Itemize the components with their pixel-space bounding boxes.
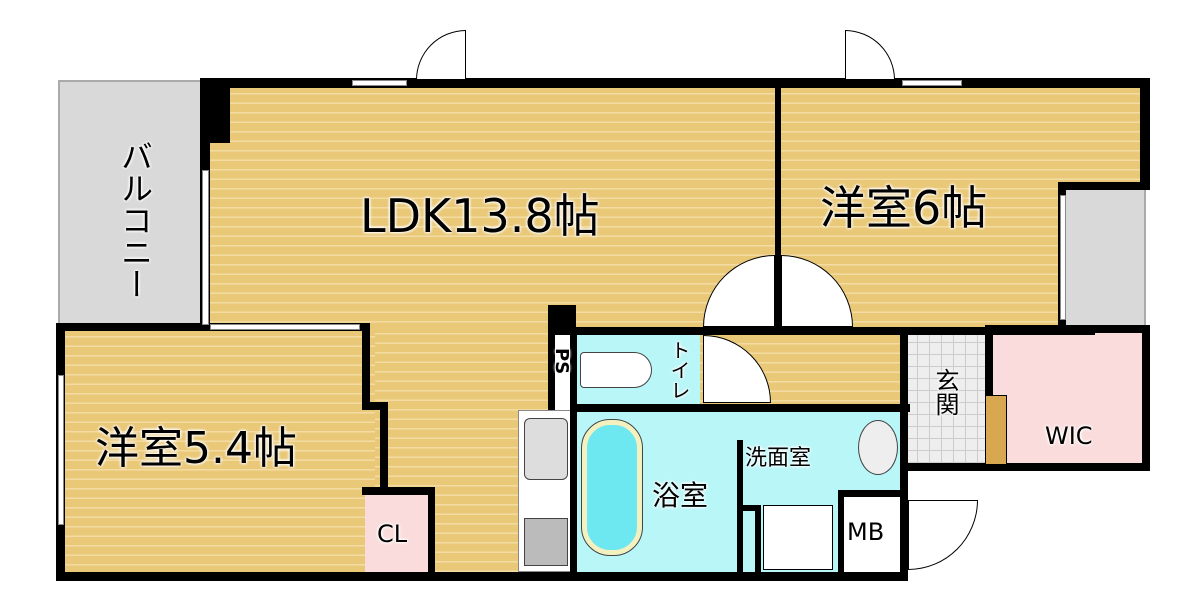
wall (1140, 78, 1150, 190)
closet-floor (365, 490, 430, 575)
wall (1058, 182, 1148, 190)
wall (985, 325, 1150, 333)
wall (570, 327, 1095, 335)
toilet-label: トイレ (667, 340, 691, 400)
entrance-label: 玄関 (931, 368, 959, 416)
wic-floor (985, 330, 1145, 465)
bath-label: 浴室 (652, 479, 709, 512)
window (58, 375, 64, 525)
stove (524, 518, 568, 566)
wall (905, 463, 1150, 471)
western-6-label: 洋室6帖 (820, 181, 988, 235)
wall (838, 490, 844, 575)
wall (200, 78, 1150, 88)
window (210, 324, 360, 330)
meter-box (843, 495, 905, 572)
window (202, 170, 209, 325)
wall (985, 325, 993, 395)
entrance-door[interactable] (908, 500, 978, 570)
balcony-left (58, 80, 208, 328)
window (352, 80, 407, 86)
wall (570, 404, 910, 412)
ps-label: PS (551, 348, 572, 375)
wall (838, 490, 908, 497)
entrance-floor (905, 330, 987, 465)
window (1060, 195, 1066, 320)
balcony-label: バルコニー (116, 140, 154, 300)
sink (524, 418, 568, 480)
balcony-right (1062, 185, 1146, 327)
wall (548, 305, 555, 410)
bathtub (581, 419, 643, 556)
balcony-door[interactable] (416, 30, 466, 80)
western-54-label: 洋室5.4帖 (95, 423, 297, 474)
wall (775, 88, 781, 328)
wall (362, 323, 370, 408)
wall (740, 505, 760, 511)
toilet-bowl (580, 352, 652, 388)
wic-label: WIC (1045, 422, 1093, 450)
ldk-floor (205, 85, 780, 330)
wall (56, 572, 908, 581)
meter-box-label: MB (847, 518, 885, 546)
balcony-door-right[interactable] (845, 30, 895, 80)
closet-label: CL (377, 520, 408, 548)
wic-door-frame (985, 395, 1007, 465)
window (902, 80, 962, 86)
wall (380, 402, 388, 492)
wall (1142, 325, 1150, 470)
wall (900, 327, 908, 577)
wall (428, 487, 435, 577)
wall (362, 402, 387, 410)
wall (755, 505, 761, 575)
ldk-label: LDK13.8帖 (360, 189, 600, 243)
wash-basin (858, 420, 898, 475)
washer-pan (763, 505, 833, 570)
wall (200, 88, 230, 143)
wall (362, 487, 434, 495)
western-54-floor (60, 328, 375, 576)
wall (570, 327, 577, 577)
washroom-label: 洗面室 (745, 446, 812, 471)
